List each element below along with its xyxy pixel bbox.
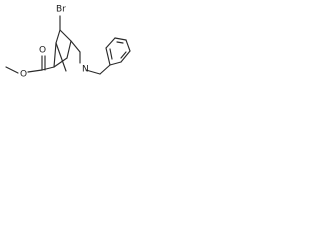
- bond-ch2-ring: [99, 64, 111, 75]
- chemical-structure-diagram: Br N O O: [5, 5, 131, 80]
- bond-oester-methyl: [5, 66, 19, 74]
- bond-c1-c6: [53, 42, 57, 68]
- bond-c1-n: [55, 42, 67, 72]
- bond-carbonyl-oester: [27, 69, 43, 73]
- nitrogen-label: N: [82, 65, 89, 75]
- bond-ring-a: [109, 61, 122, 66]
- bond-c7-c4: [59, 29, 72, 42]
- bond-ring-inner-3: [109, 48, 113, 60]
- bond-ring-inner-2: [116, 41, 124, 44]
- bond-ring-inner-1: [120, 51, 127, 59]
- bond-ring-e: [105, 37, 116, 49]
- bond-c4-c5: [66, 40, 72, 59]
- bond-ring-f: [105, 47, 111, 66]
- bond-ring-b: [120, 50, 131, 63]
- bond-n-ch2: [85, 69, 101, 75]
- bond-c4-c3: [70, 40, 81, 53]
- carbonyl-oxygen-label: O: [39, 46, 46, 56]
- ester-oxygen-label: O: [20, 70, 27, 80]
- bond-c5-c6: [53, 57, 68, 68]
- bond-c7-c1: [55, 29, 61, 44]
- bond-ring-d: [114, 37, 127, 41]
- bond-ring-c: [125, 39, 131, 52]
- bond-c6-carbonyl: [41, 66, 55, 71]
- bromine-label: Br: [56, 5, 66, 15]
